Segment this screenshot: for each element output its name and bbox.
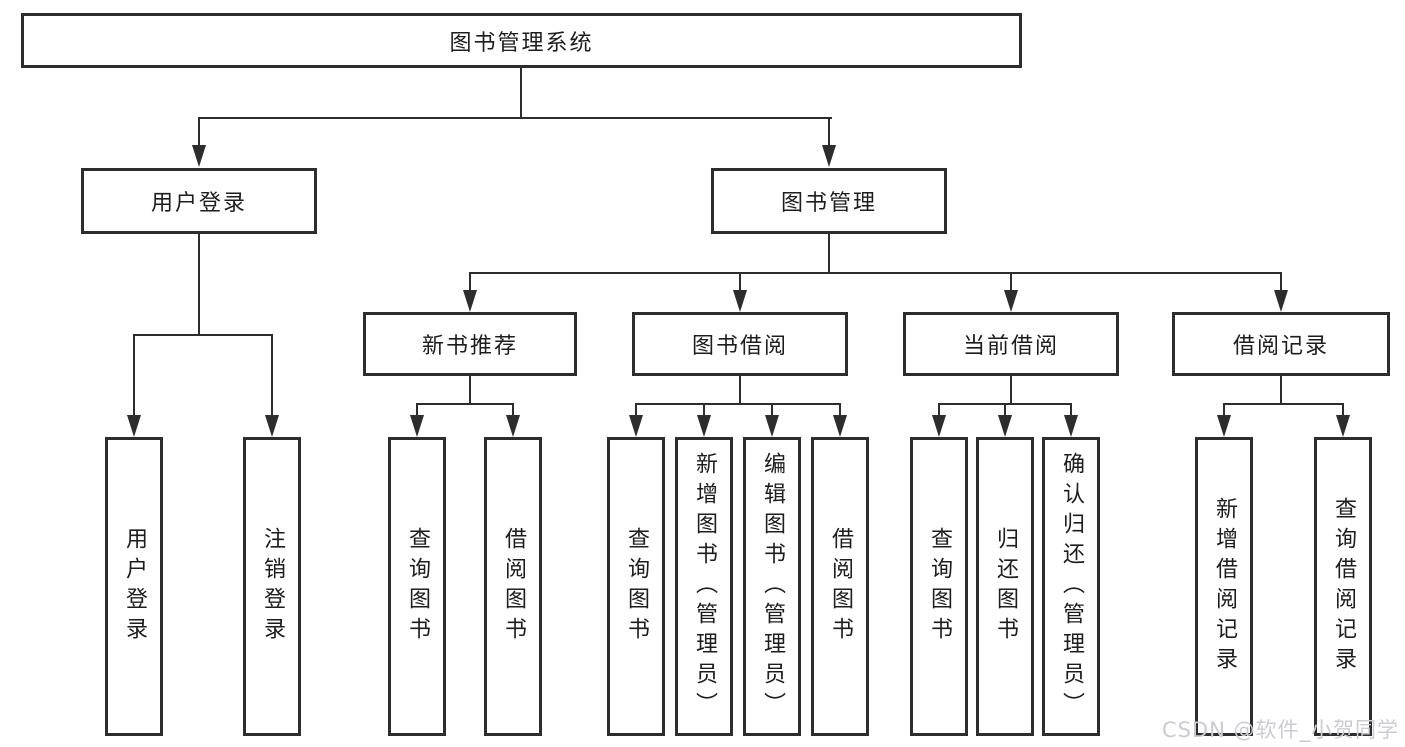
connector-arrowhead xyxy=(833,415,847,437)
leaf-confirm-return-admin-label: 确认归还（管理员） xyxy=(1059,451,1084,722)
connector-arrowhead xyxy=(998,415,1012,437)
leaf-borrow-books-newbook-label: 借阅图书 xyxy=(501,526,526,647)
connector-vline xyxy=(198,117,200,147)
watermark: CSDN @软件_小贺同学 xyxy=(1161,718,1399,742)
leaf-query-books-current: 查询图书 xyxy=(910,437,968,736)
connector-vline xyxy=(1280,272,1282,292)
connector-arrowhead xyxy=(1336,415,1350,437)
leaf-edit-book-admin: 编辑图书（管理员） xyxy=(743,437,801,736)
connector-vline xyxy=(520,66,522,118)
leaf-borrow-books-borrow-label: 借阅图书 xyxy=(828,526,853,647)
connector-vline xyxy=(739,376,741,405)
leaf-add-book-admin: 新增图书（管理员） xyxy=(675,437,733,736)
connector-vline xyxy=(703,403,705,417)
connector-vline xyxy=(828,234,830,274)
leaf-add-borrow-record: 新增借阅记录 xyxy=(1195,437,1253,736)
connector-hline xyxy=(133,334,273,336)
connector-vline xyxy=(469,376,471,405)
connector-hline xyxy=(416,403,514,405)
connector-vline xyxy=(1070,403,1072,417)
node-system-root-label: 图书管理系统 xyxy=(449,30,594,56)
leaf-user-login-label: 用户登录 xyxy=(122,526,147,647)
connector-vline xyxy=(938,403,940,417)
leaf-query-borrow-record: 查询借阅记录 xyxy=(1314,437,1372,736)
connector-arrowhead xyxy=(1004,290,1018,312)
connector-arrowhead xyxy=(1217,415,1231,437)
connector-arrowhead xyxy=(629,415,643,437)
connector-arrowhead xyxy=(765,415,779,437)
node-book-management-label: 图书管理 xyxy=(780,191,877,216)
connector-vline xyxy=(1010,376,1012,405)
connector-vline xyxy=(839,403,841,417)
connector-arrowhead xyxy=(506,415,520,437)
connector-vline xyxy=(512,403,514,417)
connector-arrowhead xyxy=(127,415,141,437)
connector-arrowhead xyxy=(410,415,424,437)
connector-arrowhead xyxy=(265,415,279,437)
leaf-add-borrow-record-label: 新增借阅记录 xyxy=(1212,496,1237,677)
connector-arrowhead xyxy=(1064,415,1078,437)
leaf-query-books-current-label: 查询图书 xyxy=(927,526,952,647)
node-book-borrow: 图书借阅 xyxy=(632,312,848,376)
node-system-root: 图书管理系统 xyxy=(21,13,1022,68)
node-current-borrow-label: 当前借阅 xyxy=(962,334,1059,359)
node-user-login: 用户登录 xyxy=(81,168,317,234)
connector-vline xyxy=(416,403,418,417)
leaf-logout-label: 注销登录 xyxy=(260,526,285,647)
connector-hline xyxy=(198,117,832,119)
connector-vline xyxy=(771,403,773,417)
connector-hline xyxy=(635,403,841,405)
connector-vline xyxy=(1004,403,1006,417)
node-book-borrow-label: 图书借阅 xyxy=(691,334,788,359)
node-book-management: 图书管理 xyxy=(711,168,947,234)
connector-vline xyxy=(133,334,135,417)
leaf-user-login: 用户登录 xyxy=(105,437,163,736)
leaf-edit-book-admin-label: 编辑图书（管理员） xyxy=(760,451,785,722)
leaf-return-book-label: 归还图书 xyxy=(993,526,1018,647)
node-borrow-records: 借阅记录 xyxy=(1172,312,1390,376)
connector-vline xyxy=(1280,376,1282,405)
leaf-add-book-admin-label: 新增图书（管理员） xyxy=(692,451,717,722)
leaf-confirm-return-admin: 确认归还（管理员） xyxy=(1042,437,1100,736)
node-new-book-recommend: 新书推荐 xyxy=(363,312,577,376)
connector-vline xyxy=(1223,403,1225,417)
leaf-query-books-borrow-label: 查询图书 xyxy=(624,526,649,647)
leaf-logout: 注销登录 xyxy=(243,437,301,736)
connector-vline xyxy=(635,403,637,417)
connector-arrowhead xyxy=(697,415,711,437)
connector-arrowhead xyxy=(192,145,206,167)
connector-arrowhead xyxy=(1274,290,1288,312)
leaf-borrow-books-borrow: 借阅图书 xyxy=(811,437,869,736)
leaf-query-books-newbook-label: 查询图书 xyxy=(405,526,430,647)
node-user-login-label: 用户登录 xyxy=(150,191,247,216)
node-current-borrow: 当前借阅 xyxy=(903,312,1119,376)
connector-vline xyxy=(739,272,741,292)
leaf-query-borrow-record-label: 查询借阅记录 xyxy=(1331,496,1356,677)
connector-vline xyxy=(271,334,273,417)
node-new-book-recommend-label: 新书推荐 xyxy=(421,334,518,359)
leaf-return-book: 归还图书 xyxy=(976,437,1034,736)
node-borrow-records-label: 借阅记录 xyxy=(1232,334,1329,359)
connector-vline xyxy=(1342,403,1344,417)
leaf-query-books-borrow: 查询图书 xyxy=(607,437,665,736)
leaf-query-books-newbook: 查询图书 xyxy=(388,437,446,736)
connector-hline xyxy=(1223,403,1344,405)
connector-arrowhead xyxy=(463,290,477,312)
leaf-borrow-books-newbook: 借阅图书 xyxy=(484,437,542,736)
connector-vline xyxy=(469,272,471,292)
connector-arrowhead xyxy=(733,290,747,312)
connector-vline xyxy=(828,117,830,147)
connector-arrowhead xyxy=(822,145,836,167)
connector-hline xyxy=(469,272,1282,274)
connector-vline xyxy=(198,234,200,336)
connector-arrowhead xyxy=(932,415,946,437)
connector-vline xyxy=(1010,272,1012,292)
